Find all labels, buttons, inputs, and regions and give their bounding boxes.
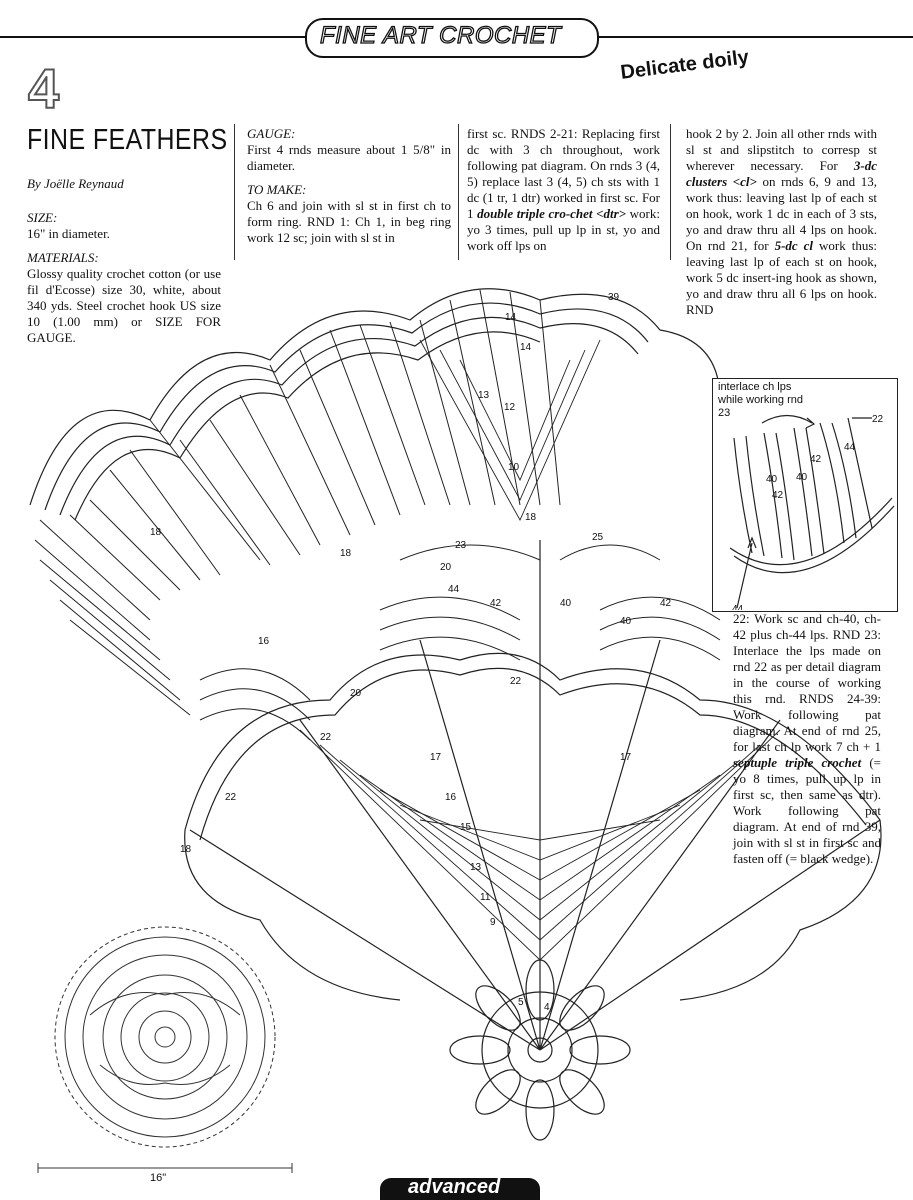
svg-text:9: 9 [490, 917, 496, 928]
column-divider-3 [670, 124, 671, 260]
detail-loop-44-bottom: 44 [732, 604, 744, 610]
instructions-join: hook 2 by 2. Join all other rnds with sl… [686, 126, 877, 173]
size-dimension-label: 16" [150, 1172, 166, 1184]
column-3: first sc. RNDS 2-21: Replacing first dc … [467, 126, 660, 254]
gauge-text: First 4 rnds measure about 1 5/8" in dia… [247, 142, 451, 173]
svg-text:10: 10 [508, 462, 520, 473]
svg-text:40: 40 [620, 616, 632, 627]
interlace-detail-diagram: 22 44 42 40 42 40 44 [712, 378, 896, 610]
svg-text:39: 39 [608, 292, 620, 303]
svg-text:13: 13 [470, 862, 482, 873]
svg-text:14: 14 [505, 312, 517, 323]
svg-text:18: 18 [180, 844, 192, 855]
materials-heading: MATERIALS: [27, 250, 221, 266]
svg-text:16: 16 [258, 636, 270, 647]
column-5: 22: Work sc and ch-40, ch-42 plus ch-44 … [733, 611, 881, 867]
author-credit: By Joëlle Reynaud [27, 176, 124, 192]
svg-text:20: 20 [350, 688, 362, 699]
difficulty-footer-text: advanced [408, 1176, 500, 1199]
svg-text:42: 42 [490, 598, 502, 609]
svg-text:42: 42 [660, 598, 672, 609]
column-divider-2 [458, 124, 459, 260]
detail-round-22: 22 [872, 414, 884, 425]
svg-text:22: 22 [510, 676, 522, 687]
page-title: FINE FEATHERS [27, 124, 228, 157]
svg-text:13: 13 [478, 390, 490, 401]
detail-loop-40-mid: 40 [796, 472, 808, 483]
svg-text:25: 25 [592, 532, 604, 543]
svg-text:18: 18 [150, 527, 162, 538]
pattern-number: 4 [28, 56, 59, 121]
svg-text:20: 20 [440, 562, 452, 573]
svg-text:16: 16 [445, 792, 457, 803]
banner-rule-right [595, 36, 913, 38]
finished-doily-thumbnail [30, 925, 310, 1175]
svg-text:44: 44 [448, 584, 460, 595]
svg-text:18: 18 [525, 512, 537, 523]
svg-text:14: 14 [520, 342, 532, 353]
difficulty-tag: Delicate doily [619, 38, 815, 85]
svg-text:17: 17 [620, 752, 632, 763]
size-text: 16" in diameter. [27, 226, 110, 241]
size-heading: SIZE: [27, 210, 221, 226]
column-2: GAUGE: First 4 rnds measure about 1 5/8"… [247, 126, 451, 254]
five-dc-cluster-term: 5-dc cl [775, 238, 813, 253]
banner-rule-left [0, 36, 305, 38]
svg-text:22: 22 [225, 792, 237, 803]
dtr-term: double triple cro-chet <dtr> [477, 206, 626, 221]
detail-loop-42-mid: 42 [772, 490, 784, 501]
svg-text:12: 12 [504, 402, 516, 413]
to-make-heading: TO MAKE: [247, 182, 451, 198]
svg-text:11: 11 [480, 892, 491, 903]
svg-text:18: 18 [340, 548, 352, 559]
gauge-heading: GAUGE: [247, 126, 451, 142]
instructions-finish: (= yo 8 times, pull up lp in first sc, t… [733, 755, 881, 866]
svg-text:23: 23 [455, 540, 467, 551]
svg-text:17: 17 [430, 752, 442, 763]
detail-loop-40-top: 40 [766, 474, 778, 485]
detail-loop-44-top: 44 [844, 442, 856, 453]
section-banner-text: FINE ART CROCHET [320, 22, 561, 50]
to-make-text: Ch 6 and join with sl st in first ch to … [247, 198, 451, 245]
svg-text:15: 15 [460, 822, 472, 833]
svg-text:40: 40 [560, 598, 572, 609]
instructions-rnd-22-39: 22: Work sc and ch-40, ch-42 plus ch-44 … [733, 611, 881, 754]
svg-text:5: 5 [518, 997, 524, 1008]
column-divider-1 [234, 124, 235, 260]
detail-loop-42-top: 42 [810, 454, 822, 465]
svg-text:4: 4 [544, 1002, 550, 1013]
septuple-term: septuple triple crochet [733, 755, 861, 770]
svg-text:22: 22 [320, 732, 332, 743]
